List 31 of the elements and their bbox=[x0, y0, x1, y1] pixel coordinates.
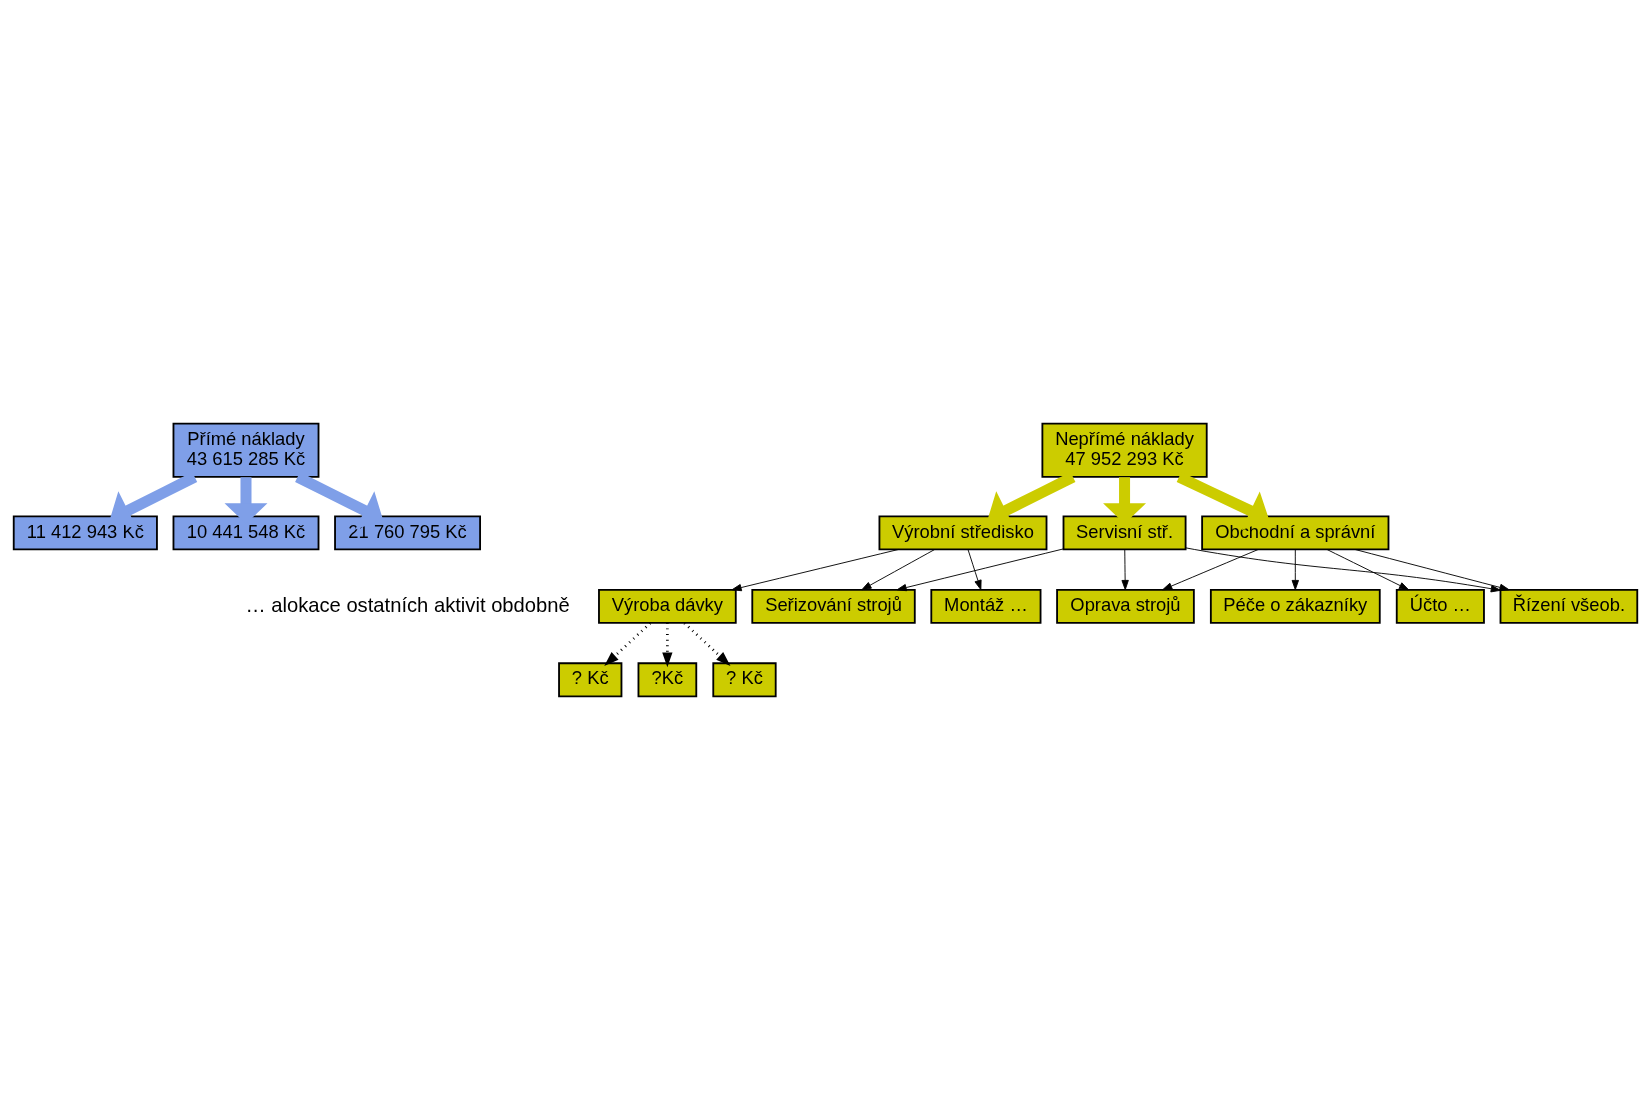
arrow bbox=[861, 549, 936, 591]
arrow bbox=[896, 548, 1064, 592]
arrow bbox=[662, 623, 673, 668]
node-box: 10 441 548 Kč bbox=[172, 515, 320, 551]
node-box: ?Kč bbox=[637, 662, 698, 698]
node-box: Řízení všeob. bbox=[1499, 588, 1639, 624]
node-box: Péče o zákazníky bbox=[1209, 588, 1381, 624]
node-box: Výrobní středisko bbox=[878, 515, 1048, 551]
node-box: 11 412 943 Kč bbox=[12, 515, 158, 551]
node-box: Oprava strojů bbox=[1056, 588, 1195, 624]
node-box: Montáž … bbox=[930, 588, 1042, 624]
arrow bbox=[604, 622, 652, 666]
arrow bbox=[1121, 549, 1129, 591]
arrow bbox=[1185, 547, 1501, 593]
node-box: Obchodní a správní bbox=[1201, 515, 1390, 551]
node-box: ? Kč bbox=[558, 662, 623, 698]
node-box: Účto … bbox=[1395, 588, 1485, 624]
label: … alokace ostatních aktivit obdobně bbox=[245, 593, 570, 616]
arrow bbox=[1354, 549, 1510, 592]
node-box: Seřizování strojů bbox=[751, 588, 916, 624]
node-box: Servisní stř. bbox=[1062, 515, 1187, 551]
node-box: Výroba dávky bbox=[598, 588, 737, 624]
arrow bbox=[1291, 549, 1299, 591]
node-box: ? Kč bbox=[712, 662, 777, 698]
arrow bbox=[731, 549, 899, 592]
node-box: Nepřímé náklady 47 952 293 Kč bbox=[1041, 422, 1208, 478]
arrow bbox=[1326, 549, 1410, 591]
arrow bbox=[683, 622, 731, 666]
arrow bbox=[967, 549, 982, 591]
node-box: Přímé náklady 43 615 285 Kč bbox=[172, 422, 320, 478]
arrow bbox=[1162, 549, 1259, 591]
